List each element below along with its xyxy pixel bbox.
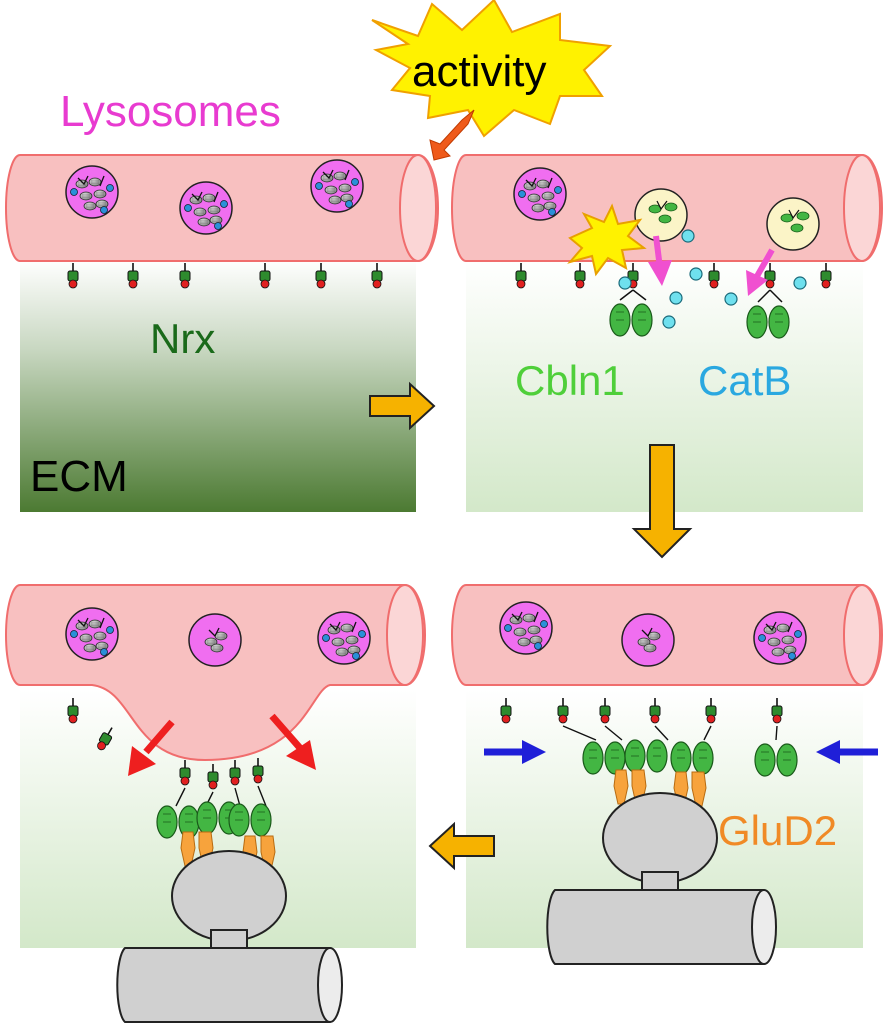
dendrite-panel-4: [546, 792, 777, 965]
nrx-label: Nrx: [150, 315, 216, 362]
catb-label: CatB: [698, 357, 792, 404]
lysosomes-label: Lysosomes: [60, 87, 281, 136]
dendrite-panel-3: [116, 850, 343, 1023]
axon-panel-4: [451, 584, 883, 686]
axon-panel-1: [5, 154, 439, 262]
glud2-label: GluD2: [718, 807, 838, 854]
activity-label: activity: [412, 47, 547, 96]
ecm-panel-1: [20, 260, 416, 512]
axon-panel-2: [451, 154, 883, 262]
synapse-complex-panel-4: [562, 725, 798, 807]
cbln1-bound-panel-2: [609, 289, 790, 339]
synapse-complex-panel-3: [156, 785, 276, 871]
ecm-label: ECM: [30, 452, 128, 501]
squeeze-arrows: [484, 740, 878, 764]
fusion-burst: [567, 203, 647, 277]
release-arrows: [648, 235, 775, 296]
catb-dots: [618, 229, 807, 329]
activity-burst: [371, 0, 613, 161]
cbln1-label: Cbln1: [515, 357, 625, 404]
expand-arrows: [128, 713, 316, 776]
axon-panel-3: [5, 584, 426, 762]
